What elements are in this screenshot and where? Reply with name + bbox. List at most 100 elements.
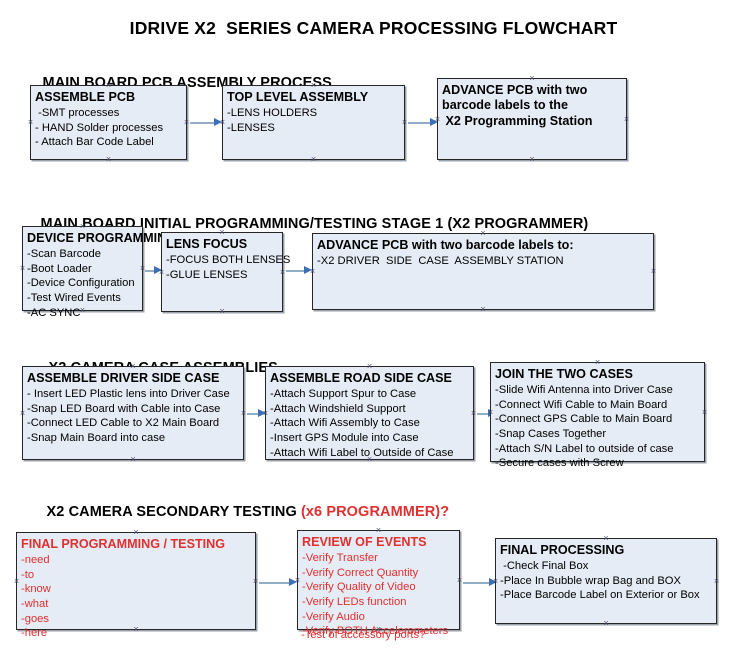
node-title: LENS FOCUS [166, 237, 248, 251]
connector-shaft [286, 269, 305, 272]
resize-handle-top-icon[interactable]: × [594, 357, 601, 367]
arrowhead-icon [304, 266, 312, 274]
node-advance-pcb-driver-side-station[interactable]: ADVANCE PCB with two barcode labels to: … [309, 229, 657, 314]
node-overflow-line-review-of-events: -Test of accessory ports? [301, 629, 426, 641]
node-advance-pcb-programming-station[interactable]: ADVANCE PCB with two barcode labels to t… [434, 73, 630, 164]
resize-handle-bottom-icon[interactable]: × [105, 154, 112, 164]
node-line: -to [21, 568, 35, 581]
resize-handle-right-icon[interactable]: × [401, 117, 408, 127]
node-title: TOP LEVEL ASSEMBLY [227, 90, 369, 104]
arrowhead-icon [214, 118, 222, 126]
node-line: -Attach Windshield Support [270, 402, 406, 415]
resize-handle-top-icon[interactable]: × [529, 73, 535, 83]
resize-handle-left-icon[interactable]: × [434, 113, 441, 124]
node-title: JOIN THE TWO CASES [495, 367, 633, 381]
node-line: -GLUE LENSES [166, 268, 248, 281]
node-line: -SMT processes [35, 107, 120, 120]
resize-handle-left-icon[interactable]: × [262, 407, 269, 418]
node-title: FINAL PROCESSING [500, 543, 625, 557]
connector-shaft [247, 412, 259, 415]
resize-handle-top-icon[interactable]: × [603, 533, 609, 543]
resize-handle-right-icon[interactable]: × [623, 113, 630, 124]
resize-handle-right-icon[interactable]: × [701, 406, 708, 417]
resize-handle-bottom-icon[interactable]: × [480, 304, 486, 314]
node-line: -LENS HOLDERS [227, 107, 318, 120]
node-line: -Verify Correct Quantity [302, 566, 419, 579]
resize-handle-left-icon[interactable]: × [27, 117, 34, 127]
resize-handle-right-icon[interactable]: × [279, 266, 286, 277]
node-assemble-road-side-case[interactable]: ASSEMBLE ROAD SIDE CASE -Attach Support … [262, 361, 477, 464]
resize-handle-right-icon[interactable]: × [650, 266, 657, 276]
node-line: -Verify Audio [302, 610, 365, 623]
resize-handle-right-icon[interactable]: × [713, 575, 720, 586]
node-line: -AC SYNC [27, 306, 81, 319]
resize-handle-right-icon[interactable]: × [456, 574, 463, 585]
node-line: -Attach Wifi Assembly to Case [270, 417, 420, 430]
connector-assemble-pcb-to-top-level-assembly [190, 118, 222, 127]
resize-handle-bottom-icon[interactable]: × [529, 154, 535, 164]
resize-handle-right-icon[interactable]: × [139, 263, 146, 273]
section-heading-accent: (x6 PROGRAMMER)? [300, 504, 450, 520]
node-line: -Scan Barcode [27, 248, 102, 261]
node-line: -Slide Wifi Antenna into Driver Case [495, 384, 673, 397]
resize-handle-left-icon[interactable]: × [309, 266, 316, 276]
connector-device-programming-to-lens-focus [145, 266, 162, 275]
node-line: -FOCUS BOTH LENSES [166, 254, 291, 267]
connector-final-programming-to-review-of-events [259, 578, 297, 587]
node-title: ASSEMBLE ROAD SIDE CASE [270, 371, 452, 385]
resize-handle-left-icon[interactable]: × [13, 575, 20, 586]
resize-handle-right-icon[interactable]: × [240, 407, 247, 418]
node-title: ADVANCE PCB with two barcode labels to: [317, 238, 574, 252]
node-line: -Snap LED Board with Cable into Case [27, 402, 221, 415]
section-heading-x2-camera-secondary-testing: X2 CAMERA SECONDARY TESTING (x6 PROGRAMM… [30, 488, 450, 536]
node-line: -Attach S/N Label to outside of case [495, 442, 674, 455]
connector-shaft [477, 412, 489, 415]
node-line: -Device Configuration [27, 277, 135, 290]
node-line: -need [21, 554, 50, 567]
node-line: -Connect GPS Cable to Main Board [495, 413, 673, 426]
node-final-programming-testing[interactable]: FINAL PROGRAMMING / TESTING -need -to -k… [13, 528, 259, 640]
resize-handle-left-icon[interactable]: × [487, 406, 494, 417]
node-line: -here [21, 627, 48, 640]
node-title: REVIEW OF EVENTS [302, 535, 427, 549]
node-lens-focus[interactable]: LENS FOCUS -FOCUS BOTH LENSES -GLUE LENS… [158, 228, 291, 316]
resize-handle-top-icon[interactable]: × [366, 361, 373, 371]
node-line: -Verify BOTH Accelerometers [302, 625, 449, 638]
node-assemble-pcb[interactable]: ASSEMBLE PCB -SMT processes - HAND Solde… [27, 81, 190, 164]
node-line: -Verify Transfer [302, 552, 378, 565]
node-line: -goes [21, 612, 49, 625]
node-review-of-events[interactable]: REVIEW OF EVENTS -Verify Transfer -Verif… [294, 526, 463, 638]
resize-handle-bottom-icon[interactable]: × [603, 618, 609, 628]
section-heading-text: X2 CAMERA SECONDARY TESTING [46, 504, 301, 520]
node-assemble-driver-side-case[interactable]: ASSEMBLE DRIVER SIDE CASE - Insert LED P… [19, 362, 247, 464]
connector-driver-side-to-road-side [247, 409, 266, 418]
connector-review-of-events-to-final-processing [463, 578, 497, 587]
resize-handle-bottom-icon[interactable]: × [130, 454, 136, 464]
page-title: IDRIVE X2 SERIES CAMERA PROCESSING FLOWC… [129, 18, 618, 38]
node-line: -Snap Main Board into case [27, 432, 166, 445]
resize-handle-right-icon[interactable]: × [470, 407, 477, 418]
node-line: -Test Wired Events [27, 292, 121, 305]
resize-handle-left-icon[interactable]: × [294, 574, 301, 585]
resize-handle-bottom-icon[interactable]: × [310, 154, 317, 164]
node-line: -know [21, 583, 51, 596]
node-line: -Secure cases with Screw [495, 457, 624, 470]
resize-handle-left-icon[interactable]: × [219, 117, 226, 127]
resize-handle-right-icon[interactable]: × [183, 117, 190, 127]
resize-handle-left-icon[interactable]: × [158, 266, 165, 277]
node-join-the-two-cases[interactable]: JOIN THE TWO CASES -Slide Wifi Antenna i… [487, 357, 708, 470]
resize-handle-right-icon[interactable]: × [252, 575, 259, 586]
node-line: -Attach Wifi Label to Outside of Case [270, 446, 454, 459]
node-device-programming[interactable]: DEVICE PROGRAMMING -Scan Barcode -Boot L… [19, 222, 176, 319]
node-line: -LENSES [227, 121, 275, 134]
resize-handle-left-icon[interactable]: × [492, 575, 499, 586]
node-line: -Insert GPS Module into Case [270, 432, 419, 445]
resize-handle-left-icon[interactable]: × [19, 263, 26, 273]
resize-handle-bottom-icon[interactable]: × [219, 306, 225, 316]
node-top-level-assembly[interactable]: TOP LEVEL ASSEMBLY -LENS HOLDERS -LENSES… [219, 81, 408, 164]
resize-handle-left-icon[interactable]: × [19, 407, 26, 418]
arrowhead-icon [289, 578, 297, 586]
node-final-processing[interactable]: FINAL PROCESSING -Check Final Box -Place… [492, 533, 720, 628]
connector-lens-focus-to-advance-pcb-driver-side [286, 266, 312, 275]
node-line: -Connect Wifi Cable to Main Board [495, 398, 668, 411]
